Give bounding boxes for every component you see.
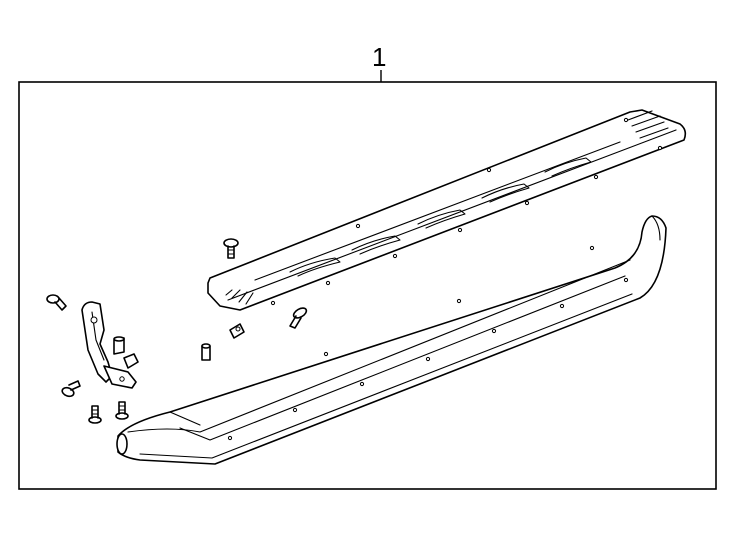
bolt-left-top	[46, 294, 67, 311]
assembly-frame	[18, 81, 717, 490]
nut-insert-b	[201, 343, 211, 361]
bolt-center	[289, 307, 308, 329]
running-board	[116, 215, 667, 465]
stud-b	[115, 401, 129, 420]
bolt-left-bottom	[61, 380, 81, 398]
bolt-upper	[223, 238, 239, 259]
callout-number: 1	[372, 42, 386, 72]
stud-a	[88, 405, 102, 424]
mounting-bracket	[81, 301, 139, 389]
nut-insert-a	[229, 323, 245, 339]
step-pad	[207, 109, 687, 311]
